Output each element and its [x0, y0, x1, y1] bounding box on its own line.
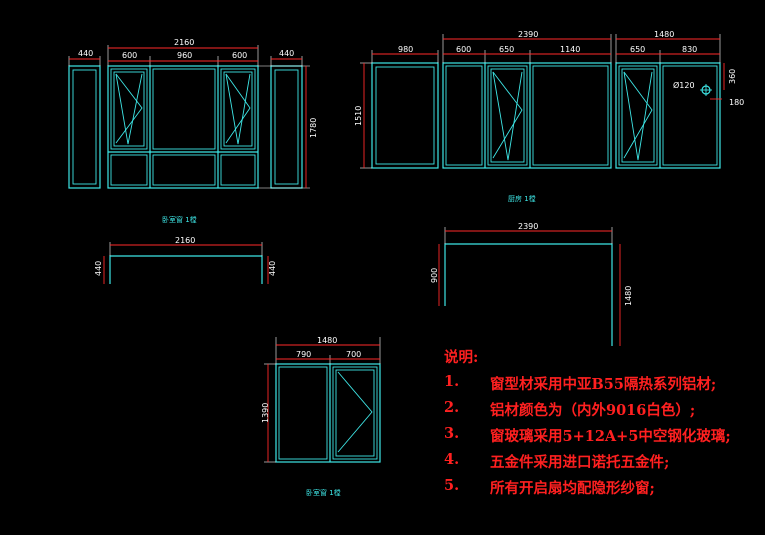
dim-b-width: 2390: [518, 30, 538, 39]
fixed-window-b: [371, 62, 439, 169]
dim-a-seg-1: 600: [122, 51, 137, 60]
note-item: 5. 所有开启扇均配隐形纱窗;: [444, 477, 731, 503]
window-c: [275, 363, 381, 463]
elevation-b: Ø120 360 180 980 2390 600 650 1140 1480 …: [354, 30, 744, 203]
caption-b: 厨房 1樘: [508, 194, 536, 203]
dim-a-width: 2160: [174, 38, 194, 47]
note-item: 2. 铝材颜色为（内外9016白色）;: [444, 399, 731, 425]
note-text: 五金件采用进口诺托五金件;: [490, 454, 670, 471]
caption-a: 卧室窗 1樘: [162, 215, 197, 224]
side-panel-right: [270, 65, 303, 189]
elevation-c: 1480 790 700 1390 卧室窗 1樘: [261, 336, 381, 497]
dim-plan-b-right: 1480: [624, 286, 633, 306]
dim-plan-a-width: 2160: [175, 236, 195, 245]
elevation-a: 440 440 2160 600 960 600 1780 卧室窗 1樘: [68, 38, 318, 224]
dim-c-height: 1390: [261, 403, 270, 423]
dim-b-seg-1: 600: [456, 45, 471, 54]
plan-a: 2160 440 440: [94, 236, 277, 284]
dim-a-side-right: 440: [279, 49, 294, 58]
dim-b-left-width: 980: [398, 45, 413, 54]
dim-b-seg-3: 1140: [560, 45, 580, 54]
dim-plan-a-depth-right: 440: [268, 261, 277, 276]
design-notes: 说明: 1. 窗型材采用中亚B55隔热系列铝材; 2. 铝材颜色为（内外9016…: [444, 346, 731, 503]
dim-b-right-seg-2: 830: [682, 45, 697, 54]
note-text: 所有开启扇均配隐形纱窗;: [490, 480, 655, 497]
note-number: 5.: [444, 477, 460, 494]
dim-a-side-left: 440: [78, 49, 93, 58]
main-window-b: [442, 62, 612, 169]
dim-b-seg-2: 650: [499, 45, 514, 54]
right-window-b: [615, 62, 721, 169]
dim-a-seg-2: 960: [177, 51, 192, 60]
note-text: 窗型材采用中亚B55隔热系列铝材;: [490, 376, 717, 393]
dim-c-seg-2: 700: [346, 350, 361, 359]
notes-title: 说明:: [444, 349, 479, 366]
note-text: 窗玻璃采用5+12A+5中空钢化玻璃;: [490, 428, 731, 445]
dim-b-left-height: 1510: [354, 106, 363, 126]
note-number: 2.: [444, 399, 460, 416]
side-panel-left: [68, 65, 101, 189]
note-number: 1.: [444, 373, 460, 390]
dim-b-right-width: 1480: [654, 30, 674, 39]
note-text: 铝材颜色为（内外9016白色）;: [490, 402, 696, 419]
dim-a-seg-3: 600: [232, 51, 247, 60]
note-item: 4. 五金件采用进口诺托五金件;: [444, 451, 731, 477]
dim-b-right-seg-1: 650: [630, 45, 645, 54]
note-item: 3. 窗玻璃采用5+12A+5中空钢化玻璃;: [444, 425, 731, 451]
dim-plan-a-depth-left: 440: [94, 261, 103, 276]
note-number: 3.: [444, 425, 460, 442]
dim-vent-h: 180: [729, 98, 744, 107]
dim-vent-v: 360: [728, 69, 737, 84]
plan-b: 2390 900 1480: [430, 222, 633, 346]
note-number: 4.: [444, 451, 460, 468]
dim-a-height: 1780: [309, 118, 318, 138]
dim-plan-b-left: 900: [430, 268, 439, 283]
dim-plan-b-width: 2390: [518, 222, 538, 231]
main-window-a: [107, 65, 259, 189]
note-item: 1. 窗型材采用中亚B55隔热系列铝材;: [444, 373, 731, 399]
dim-c-width: 1480: [317, 336, 337, 345]
caption-c: 卧室窗 1樘: [306, 488, 341, 497]
vent-diameter: Ø120: [673, 80, 695, 90]
dim-c-seg-1: 790: [296, 350, 311, 359]
